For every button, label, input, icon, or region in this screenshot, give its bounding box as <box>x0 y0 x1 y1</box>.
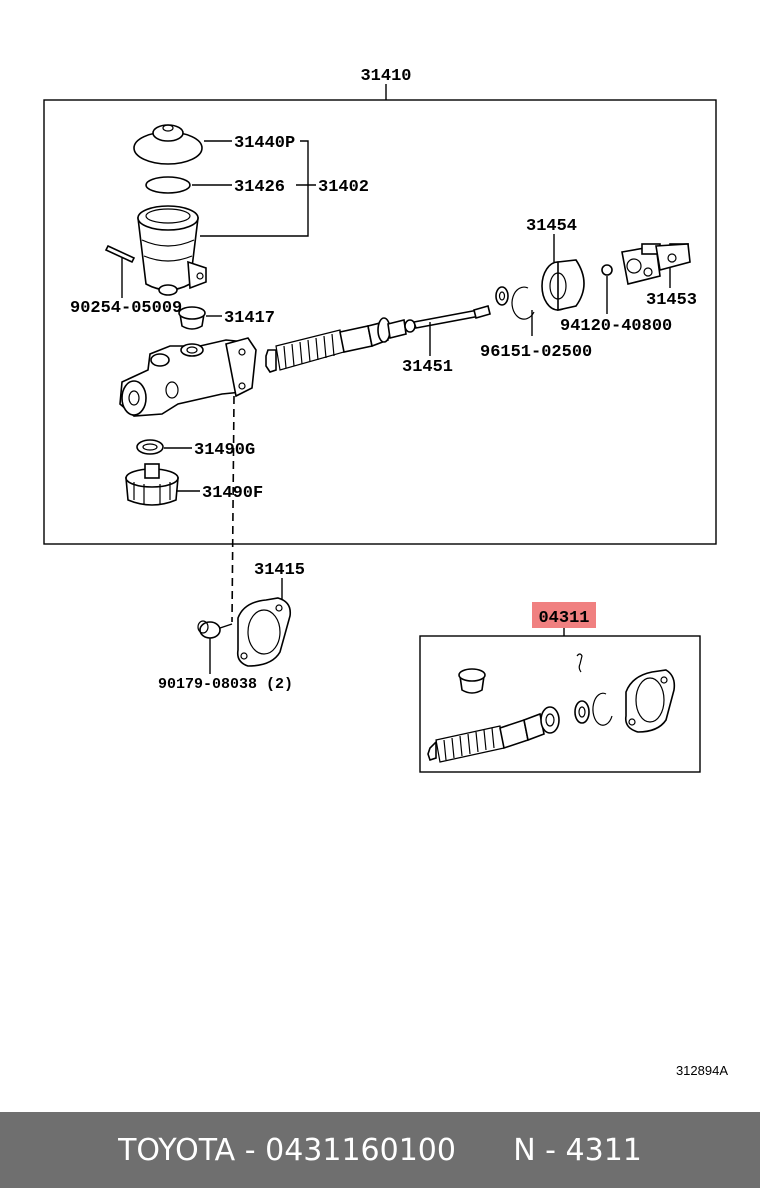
piston-spring <box>265 329 345 373</box>
parts-diagram: 31410 31440P 31426 31402 90254-05009 314… <box>43 67 728 1078</box>
clevis <box>621 243 691 285</box>
label-31440P: 31440P <box>234 134 295 153</box>
boot <box>541 259 585 311</box>
label-31451: 31451 <box>402 358 453 377</box>
label-31490G: 31490G <box>194 441 255 460</box>
label-04311: 04311 <box>538 609 589 628</box>
piston <box>339 317 416 353</box>
reservoir-cap <box>133 124 203 165</box>
label-94120-40800: 94120-40800 <box>560 317 672 336</box>
seal <box>136 439 164 455</box>
kit-grommet <box>458 668 486 694</box>
label-31426: 31426 <box>234 178 285 197</box>
label-31402: 31402 <box>318 178 369 197</box>
snap-ring <box>511 286 535 320</box>
kit-piston-spring <box>427 706 560 763</box>
bolt <box>197 620 233 639</box>
kit-clip <box>576 653 583 673</box>
washer <box>495 286 509 306</box>
label-90179-08038: 90179-08038 (2) <box>158 676 293 693</box>
kit-washer <box>574 700 590 724</box>
grommet <box>178 306 206 330</box>
assembly-box <box>43 99 717 545</box>
label-96151-02500: 96151-02500 <box>480 343 592 362</box>
drawing-number: 312894A <box>676 1063 728 1078</box>
plug <box>125 463 179 506</box>
assembly-label: 31410 <box>360 67 411 86</box>
mount-dashed-line <box>231 395 235 623</box>
kit-gasket <box>624 669 676 733</box>
label-31453: 31453 <box>646 291 697 310</box>
cylinder-body <box>119 337 257 417</box>
footer-bar: TOYOTA - 0431160100 N - 4311 <box>0 1112 760 1188</box>
mount-gasket <box>236 597 292 667</box>
nut <box>601 264 613 276</box>
label-31415: 31415 <box>254 561 305 580</box>
kit-snap-ring <box>592 692 613 726</box>
reservoir-gasket <box>145 176 191 194</box>
push-rod <box>412 305 491 329</box>
reservoir <box>137 205 207 296</box>
kit-highlight <box>532 602 596 628</box>
pin <box>104 244 136 264</box>
label-90254-05009: 90254-05009 <box>70 299 182 318</box>
label-31454: 31454 <box>526 217 577 236</box>
kit-box <box>419 635 701 773</box>
footer-text: TOYOTA - 0431160100 N - 4311 <box>118 1132 642 1168</box>
label-31417: 31417 <box>224 309 275 328</box>
